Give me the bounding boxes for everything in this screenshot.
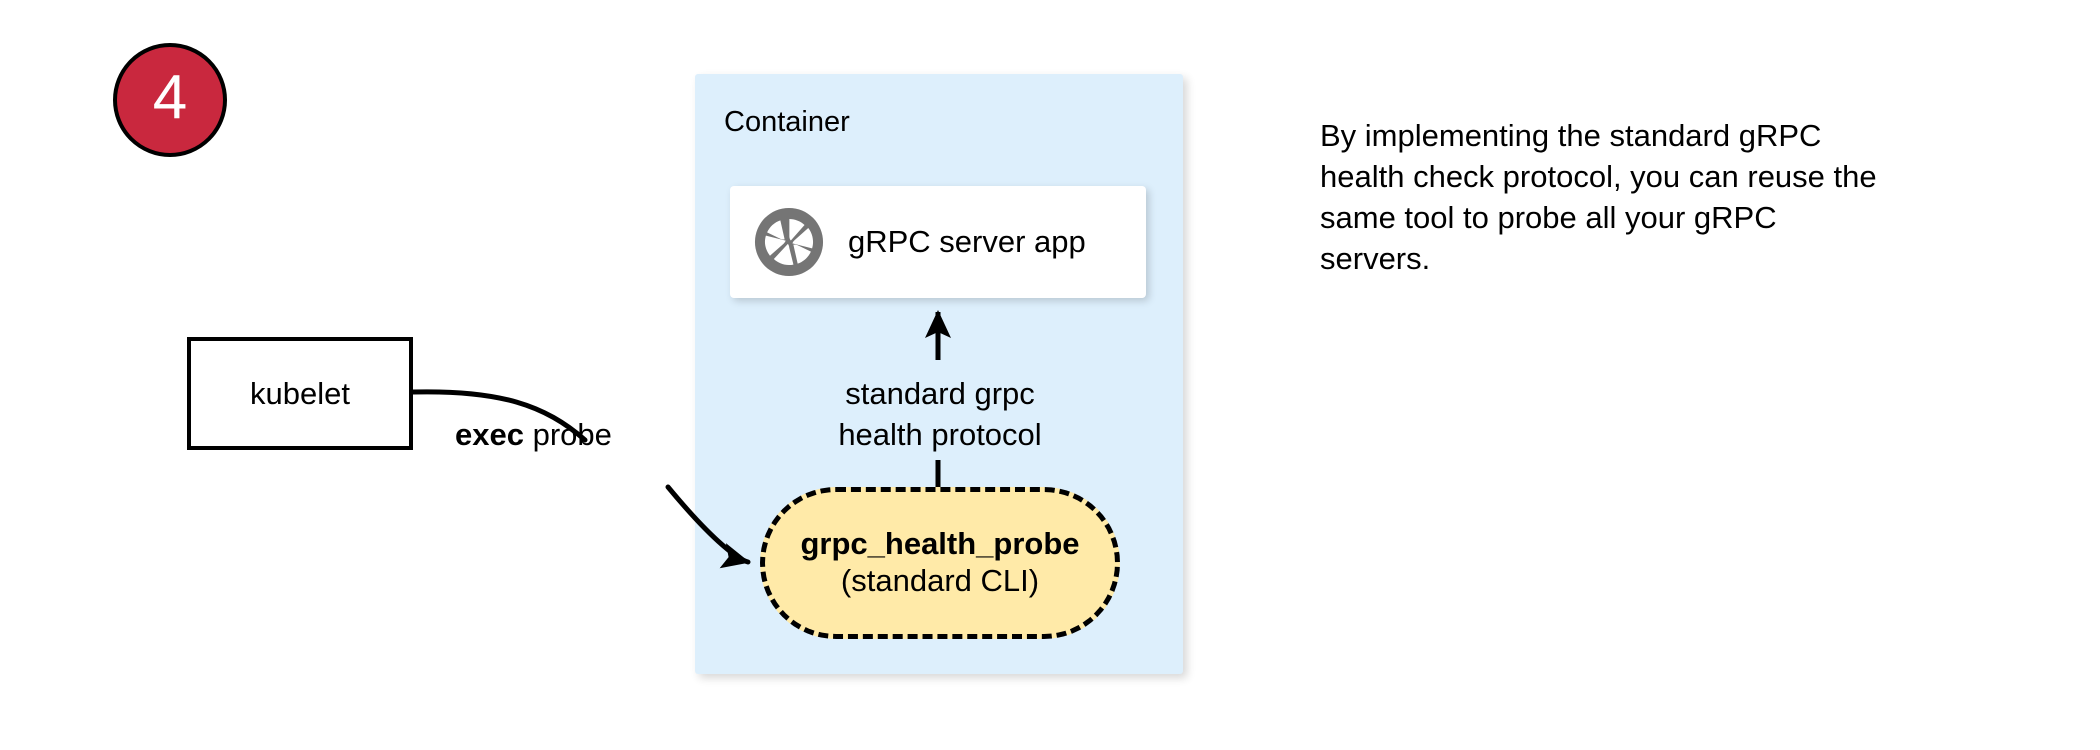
- grpc-server-app-label: gRPC server app: [848, 224, 1086, 259]
- protocol-edge-label-line1: standard grpc: [845, 376, 1035, 411]
- grpc-health-probe-box: grpc_health_probe (standard CLI): [760, 487, 1120, 639]
- exec-probe-edge-label: exec probe: [455, 415, 612, 456]
- kubelet-label: kubelet: [250, 375, 350, 411]
- grpc-health-probe-subtitle: (standard CLI): [840, 563, 1040, 598]
- exec-probe-plain-text: probe: [523, 417, 612, 452]
- grpc-server-app-card: gRPC server app: [730, 186, 1146, 298]
- container-label: Container: [724, 106, 850, 138]
- description-text: By implementing the standard gRPC health…: [1320, 118, 1877, 276]
- grpc-health-probe-title: grpc_health_probe: [800, 526, 1080, 562]
- protocol-edge-label-line2: health protocol: [838, 416, 1042, 452]
- step-number-badge: 4: [113, 43, 227, 157]
- exec-probe-bold-text: exec: [455, 417, 524, 452]
- kubelet-box: kubelet: [187, 337, 413, 450]
- step-number-label: 4: [152, 63, 188, 132]
- protocol-edge-label: standard grpc health protocol: [832, 374, 1048, 456]
- grpc-aperture-icon: [752, 205, 826, 279]
